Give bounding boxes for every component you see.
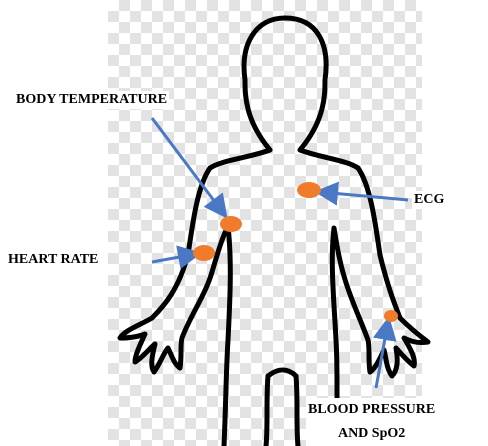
ecg-label: ECG (412, 191, 446, 209)
blood-pressure-label-line1: BLOOD PRESSURE (308, 398, 435, 422)
heart-rate-sensor (193, 245, 215, 261)
crotch-outline (268, 370, 296, 376)
inner-leg-outline (266, 376, 268, 446)
head-outline (244, 18, 326, 150)
bp-sensor (384, 310, 398, 322)
body-temp-sensor (220, 216, 242, 232)
ecg-sensor (297, 182, 321, 198)
inner-leg-outline-right (296, 376, 298, 446)
sensors (193, 182, 398, 322)
human-body-outline (120, 18, 428, 446)
body-temperature-label: BODY TEMPERATURE (14, 91, 169, 109)
heart-rate-label: HEART RATE (6, 251, 100, 269)
left-side-outline (120, 150, 270, 446)
ecg-arrow (320, 192, 408, 200)
blood-pressure-label: BLOOD PRESSURE AND SpO2 (306, 398, 437, 446)
blood-pressure-label-line2: AND SpO2 (308, 422, 435, 446)
